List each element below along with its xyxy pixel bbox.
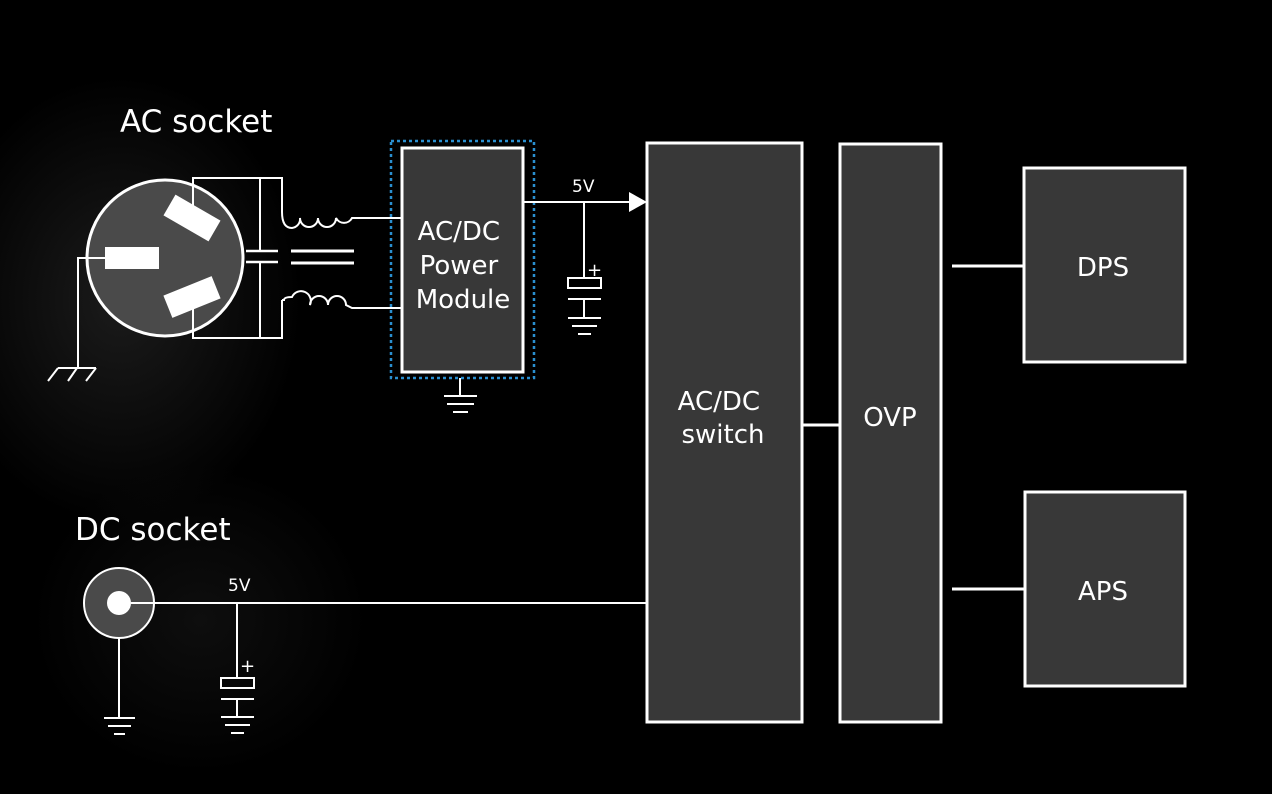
ovp-block — [838, 142, 943, 724]
switch-label: AC/DC switch — [678, 387, 769, 450]
svg-text:+: + — [587, 260, 602, 281]
dc-capacitor-icon: + — [220, 603, 255, 734]
ac-voltage-label: 5V — [572, 177, 595, 197]
dps-label: DPS — [1077, 253, 1129, 283]
aps-label: APS — [1078, 577, 1128, 607]
ac-socket-icon — [85, 178, 245, 338]
ac-socket-title: AC socket — [120, 104, 272, 140]
ac-capacitor-icon: + — [567, 202, 602, 335]
aps-block — [1023, 490, 1187, 688]
power-module-block — [400, 146, 525, 374]
dps-block — [1022, 166, 1187, 364]
chassis-ground-icon — [47, 257, 105, 382]
dc-voltage-label: 5V — [228, 576, 251, 596]
dc-socket-title: DC socket — [75, 512, 231, 548]
svg-text:+: + — [240, 656, 255, 677]
ovp-label: OVP — [863, 403, 916, 433]
dc-ground-icon — [104, 638, 135, 735]
switch-block — [645, 141, 804, 724]
module-ground-icon — [444, 378, 477, 413]
power-module-highlight — [389, 139, 536, 380]
arrow-right-icon — [629, 192, 647, 212]
power-module-label: AC/DC Power Module — [416, 217, 511, 315]
emi-filter — [192, 177, 402, 339]
